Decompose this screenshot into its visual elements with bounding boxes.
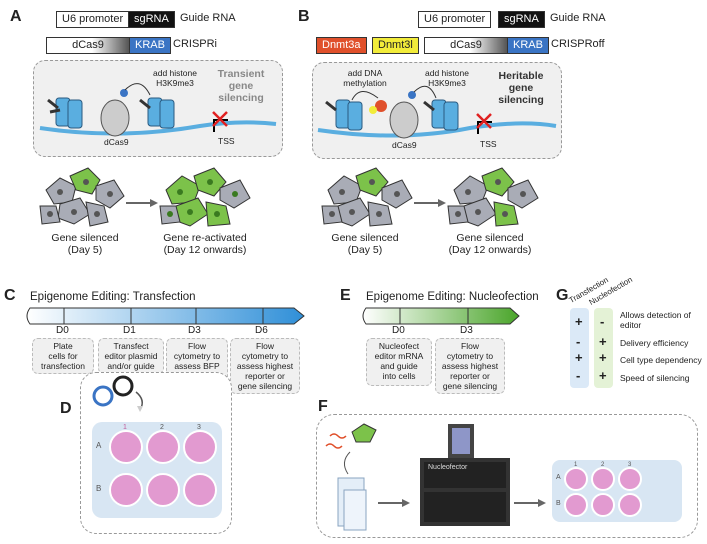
panel-e-letter: E bbox=[340, 287, 351, 304]
g-row-3-t: + bbox=[575, 350, 583, 365]
green-cell-icon bbox=[351, 423, 377, 443]
g-row-4-t: - bbox=[576, 368, 581, 383]
dnmt3l-box: Dnmt3l bbox=[372, 37, 419, 54]
crisproff-label: CRISPRoff bbox=[551, 38, 605, 50]
panel-f-row-b: B bbox=[556, 500, 561, 507]
panel-e-step-2: Flow cytometry to assess highest reporte… bbox=[435, 338, 505, 394]
guide-rna-label-b: Guide RNA bbox=[550, 12, 606, 24]
crispri-label: CRISPRi bbox=[173, 38, 218, 50]
panel-d-letter: D bbox=[60, 400, 72, 417]
plasmid-icon bbox=[92, 385, 114, 407]
nucleosome-icon bbox=[325, 99, 363, 131]
panel-e-step-1: Nucleofect editor mRNA and guide into ce… bbox=[366, 338, 432, 386]
g-row-2-n: + bbox=[599, 334, 607, 349]
g-row-3-label: Cell type dependency bbox=[620, 355, 702, 365]
panel-b-letter: B bbox=[298, 8, 310, 25]
guide-rna-label: Guide RNA bbox=[180, 12, 236, 24]
panel-e-day-3: D3 bbox=[460, 325, 473, 336]
g-row-4-n: + bbox=[599, 368, 607, 383]
panel-c-step-1: Plate cells for transfection bbox=[32, 338, 94, 374]
nucleofector-device-icon bbox=[420, 424, 510, 526]
panel-d-row-b: B bbox=[96, 484, 102, 493]
panel-b-effect: Heritable gene silencing bbox=[498, 70, 544, 106]
panel-a-tss-label: TSS bbox=[218, 136, 235, 146]
tss-arrow-icon-b bbox=[477, 121, 492, 134]
u6-promoter-box-b: U6 promoter bbox=[418, 11, 492, 28]
nucleosome-icon bbox=[423, 99, 459, 131]
g-row-1-label: Allows detection of editor bbox=[620, 310, 691, 330]
mrna-icon bbox=[329, 433, 347, 439]
panel-c-day-0: D0 bbox=[56, 325, 69, 336]
krab-box-b: KRAB bbox=[507, 37, 549, 54]
sgrna-box: sgRNA bbox=[128, 11, 175, 28]
dnmt3l-dot bbox=[369, 106, 377, 114]
panel-c-step-2: Transfect editor plasmid and/or guide bbox=[98, 338, 164, 374]
panel-d-col-2: 2 bbox=[160, 424, 164, 431]
panel-b-annotation-2: add histone H3K9me3 bbox=[425, 68, 469, 88]
g-row-1-n: - bbox=[600, 314, 605, 329]
panel-b-annotation-1: add DNA methylation bbox=[343, 68, 387, 88]
panel-a-right-caption: Gene re-activated (Day 12 onwards) bbox=[163, 232, 247, 256]
panel-b-tss-label: TSS bbox=[480, 139, 497, 149]
panel-b-right-caption: Gene silenced (Day 12 onwards) bbox=[448, 232, 532, 256]
plasmid-icon bbox=[112, 375, 134, 397]
panel-f-col-3: 3 bbox=[628, 462, 632, 468]
panel-a-letter: A bbox=[10, 8, 22, 25]
panel-e-title: Epigenome Editing: Nucleofection bbox=[366, 291, 539, 303]
cuvette-icon bbox=[337, 477, 367, 531]
g-row-1-t: + bbox=[575, 314, 583, 329]
panel-c-day-1: D1 bbox=[123, 325, 136, 336]
g-row-2-label: Delivery efficiency bbox=[620, 338, 689, 348]
panel-f-row-a: A bbox=[556, 474, 561, 481]
panel-g-letter: G bbox=[556, 287, 569, 304]
dnmt3a-box: Dnmt3a bbox=[316, 37, 367, 54]
panel-a-annotation: add histone H3K9me3 bbox=[153, 68, 197, 88]
u6-promoter-box: U6 promoter bbox=[56, 11, 130, 28]
nucleofector-label: Nucleofector bbox=[428, 464, 468, 471]
panel-d-col-3: 3 bbox=[197, 424, 201, 431]
panel-a-dcas9-label: dCas9 bbox=[104, 137, 129, 147]
transfection-column bbox=[570, 308, 589, 388]
krab-dot bbox=[120, 89, 128, 97]
panel-c-step-4: Flow cytometry to assess highest reporte… bbox=[230, 338, 300, 394]
panel-f-col-2: 2 bbox=[601, 462, 605, 468]
nucleosome-icon bbox=[139, 97, 175, 129]
g-row-2-t: - bbox=[576, 334, 581, 349]
panel-e-day-0: D0 bbox=[392, 325, 405, 336]
nucleofection-column bbox=[594, 308, 613, 388]
krab-box: KRAB bbox=[129, 37, 171, 54]
tss-arrow-icon bbox=[213, 119, 228, 132]
panel-d-row-a: A bbox=[96, 441, 102, 450]
panel-a-effect: Transient gene silencing bbox=[217, 68, 265, 104]
g-row-4-label: Speed of silencing bbox=[620, 373, 690, 383]
panel-c-letter: C bbox=[4, 287, 16, 304]
sgrna-box-b: sgRNA bbox=[498, 11, 545, 28]
panel-b-left-caption: Gene silenced (Day 5) bbox=[331, 232, 399, 256]
panel-d-col-1: 1 bbox=[123, 424, 127, 431]
panel-a-left-caption: Gene silenced (Day 5) bbox=[51, 232, 119, 256]
panel-f-col-1: 1 bbox=[574, 462, 578, 468]
dcas9-shape-b bbox=[389, 101, 419, 139]
dnmt3a-dot bbox=[375, 100, 387, 112]
panel-f-letter: F bbox=[318, 398, 328, 415]
nucleosome-icon bbox=[47, 97, 83, 129]
panel-c-day-6: D6 bbox=[255, 325, 268, 336]
g-row-3-n: + bbox=[599, 350, 607, 365]
panel-c-day-3: D3 bbox=[188, 325, 201, 336]
krab-dot-b bbox=[408, 91, 416, 99]
dcas9-shape bbox=[100, 99, 130, 137]
panel-c-title: Epigenome Editing: Transfection bbox=[30, 291, 196, 303]
panel-b-dcas9-label: dCas9 bbox=[392, 140, 417, 150]
